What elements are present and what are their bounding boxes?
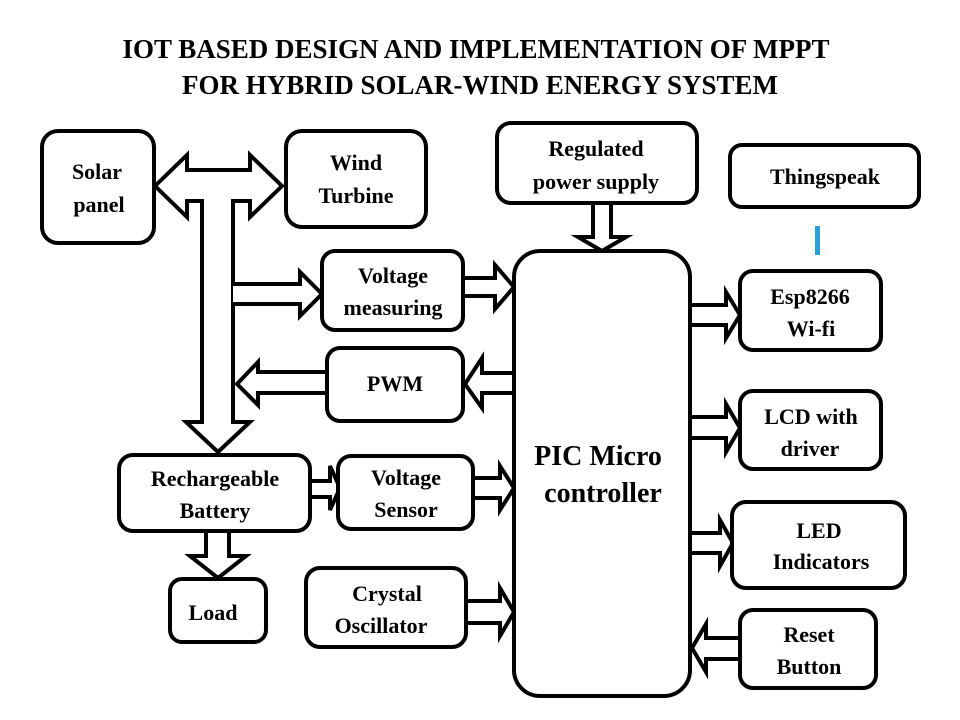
esp8266-label-line-2: Wi-fi [787,316,835,341]
block-solar-panel: Solar panel [40,129,156,245]
wind-turbine-label-line-1: Wind [330,150,382,175]
crystal-oscillator-label-line-1: Crystal [352,581,422,606]
battery-to-voltage-sensor-arrow [308,465,343,511]
voltage-measuring-to-pic-arrow [461,259,517,315]
solar-panel-label-line-2: panel [73,192,124,217]
reset-label-line-1: Reset [783,622,835,647]
voltage-measuring-label-line-1: Voltage [358,263,428,288]
voltage-measuring-label-line-2: measuring [344,295,443,320]
block-regulated-power-supply: Regulated power supply [495,121,699,205]
block-load: Load [168,577,268,644]
battery-to-load-arrow [184,529,252,581]
esp8266-label-line-1: Esp8266 [770,284,849,309]
block-lcd-with-driver: LCD with driver [738,389,883,471]
solar-wind-bus-arrow [152,150,285,455]
voltage-sensor-label-line-1: Voltage [371,465,441,490]
lcd-label-line-1: LCD with [764,404,858,429]
load-label: Load [189,600,238,625]
wind-turbine-label-line-2: Turbine [318,183,393,208]
power-supply-to-pic-arrow [570,201,634,254]
pic-label-line-2: controller [544,478,662,509]
battery-label-line-1: Rechargeable [151,466,280,491]
reset-to-pic-arrow [689,616,742,680]
led-label-line-1: LED [796,518,841,543]
esp-thingspeak-link-mark [815,226,820,255]
battery-label-line-2: Battery [180,498,251,523]
pic-to-esp8266-arrow [688,284,743,346]
reset-label-line-2: Button [777,654,842,679]
solar-panel-label-line-1: Solar [72,159,122,184]
bus-to-voltage-measuring-arrow [233,267,325,321]
block-wind-turbine: Wind Turbine [284,129,428,229]
lcd-label-line-2: driver [781,436,840,461]
block-reset-button: Reset Button [738,608,878,690]
diagram-title-line-1: IOT BASED DESIGN AND IMPLEMENTATION OF M… [122,34,830,64]
led-label-line-2: Indicators [773,549,870,574]
pic-to-pwm-arrow [462,351,514,415]
block-pwm: PWM [325,346,465,423]
diagram-title-line-2: FOR HYBRID SOLAR-WIND ENERGY SYSTEM [181,70,779,100]
block-crystal-oscillator: Crystal Oscillator [304,566,468,649]
pic-to-led-arrow [688,512,736,574]
voltage-sensor-label-line-2: Sensor [374,497,438,522]
block-rechargeable-battery: Rechargeable Battery [117,453,312,533]
crystal-oscillator-label-line-2: Oscillator [335,613,428,638]
pwm-label: PWM [367,371,423,396]
power-supply-label-line-1: Regulated [548,136,643,161]
block-esp8266-wifi: Esp8266 Wi-fi [738,269,883,352]
pic-label-line-1: PIC Micro [534,441,662,472]
block-voltage-measuring: Voltage measuring [320,249,465,332]
block-pic-microcontroller: PIC Micro controller [512,249,692,698]
block-thingspeak: Thingspeak [728,143,921,209]
thingspeak-label: Thingspeak [770,164,881,189]
crystal-oscillator-to-pic-arrow [464,580,517,644]
voltage-sensor-to-pic-arrow [471,459,517,517]
block-voltage-sensor: Voltage Sensor [336,454,475,531]
block-led-indicators: LED Indicators [730,500,907,590]
pic-to-lcd-arrow [688,396,743,460]
power-supply-label-line-2: power supply [533,169,659,194]
pwm-to-bus-arrow [234,357,326,410]
